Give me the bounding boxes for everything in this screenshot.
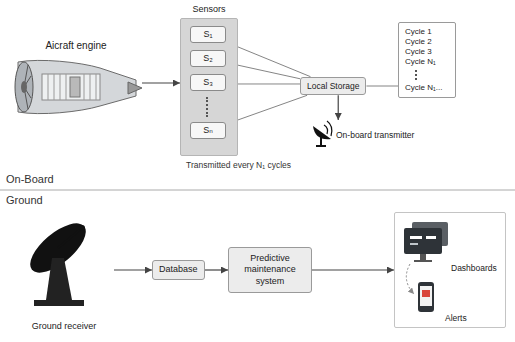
sensor-box: S₂ — [190, 50, 226, 67]
dish-illustration — [22, 215, 93, 306]
sensor-label: S₁ — [191, 29, 225, 40]
flow-arrow — [142, 82, 180, 83]
dish-mount — [46, 258, 72, 300]
sensor-box: S₃ — [190, 74, 226, 91]
cycle-entry: Cycle N₁ — [405, 57, 449, 67]
transmitter-mast — [320, 137, 322, 146]
transmitter-label: On-board transmitter — [336, 130, 414, 141]
connector-line — [226, 95, 307, 124]
sensor-label: S₃ — [191, 77, 225, 88]
storage-box: Local Storage — [300, 77, 366, 96]
label-holder: Transmitted every N₁ cycles — [186, 160, 291, 170]
dashed-arrow — [406, 264, 414, 294]
screen-bar — [410, 236, 422, 239]
phone-screen — [420, 286, 432, 306]
cycle-entry: Cycle N₁... — [405, 83, 449, 93]
sensor-box: S₁ — [190, 26, 226, 43]
ground-receiver: Ground receiver — [14, 210, 114, 332]
engine-label: Aicraft engine — [10, 40, 142, 53]
dish-base — [34, 300, 84, 306]
cycle-entry: Cycle 2 — [405, 37, 449, 47]
section-label: Ground — [6, 194, 43, 206]
engine-box: Aicraft engine — [10, 40, 142, 126]
group-heading: Sensors — [180, 4, 238, 15]
cycle-entry: Cycle 3 — [405, 47, 449, 57]
engine-illustration — [15, 60, 142, 113]
label-holder: On-Board — [6, 173, 54, 185]
screen-bar — [426, 236, 436, 239]
dish-feed-arm — [58, 228, 82, 248]
transmitter-icon — [313, 121, 332, 147]
phone-body — [418, 282, 434, 312]
storage-label: Local Storage — [307, 81, 359, 92]
database-label: Database — [159, 264, 198, 275]
sensor-label: S₂ — [191, 53, 225, 64]
monitor-base — [414, 260, 432, 262]
database-box: Database — [152, 260, 205, 279]
engine-nacelle — [18, 60, 136, 113]
dish-feed — [79, 225, 85, 231]
alert-badge — [422, 290, 430, 297]
note-label: Transmitted every N₁ cycles — [186, 160, 291, 170]
flow-arrow — [338, 95, 339, 120]
phone-icon — [418, 282, 434, 312]
exhaust-cone — [128, 82, 142, 94]
section-label: On-Board — [6, 173, 54, 185]
transmitter-box: On-board transmitter — [310, 120, 414, 141]
combustor — [70, 77, 80, 97]
dashboard-icon — [404, 222, 448, 262]
sensor-box: Sₙ — [190, 122, 226, 139]
process-box: Predictive maintenance system — [228, 247, 312, 293]
connector-line — [366, 86, 398, 87]
section-divider — [0, 190, 515, 191]
label-holder: Ground — [6, 194, 43, 206]
dashboard-panel: DashboardsAlerts — [394, 212, 506, 328]
cycle-list: Cycle 1Cycle 2Cycle 3Cycle N₁ Cycle N₁... — [398, 22, 456, 98]
process-label: Predictive maintenance system — [235, 253, 305, 287]
receiver-label: Ground receiver — [14, 321, 114, 332]
flow-arrow — [114, 269, 152, 270]
monitor-stand — [420, 254, 426, 260]
ellipsis-dots — [415, 70, 417, 80]
output-label: Alerts — [445, 313, 505, 324]
flow-arrow — [205, 269, 228, 270]
cycle-entry: Cycle 1 — [405, 27, 449, 37]
front-screen — [404, 228, 442, 254]
engine-fan — [15, 62, 33, 112]
sensor-label: Sₙ — [191, 125, 225, 136]
sensor-group: SensorsS₁ S₂ S₃ Sₙ — [180, 4, 238, 156]
ellipsis-dots — [206, 97, 208, 117]
output-label: Dashboards — [451, 263, 505, 274]
compressor-stages — [48, 74, 96, 100]
screen-bar — [410, 243, 418, 245]
fan-hub — [21, 81, 27, 93]
engine-core — [42, 74, 100, 100]
signal-wave — [324, 125, 328, 134]
signal-wave — [327, 121, 332, 136]
transmitter-base — [316, 145, 326, 147]
connector-group — [114, 42, 398, 270]
flow-arrow — [312, 269, 394, 270]
